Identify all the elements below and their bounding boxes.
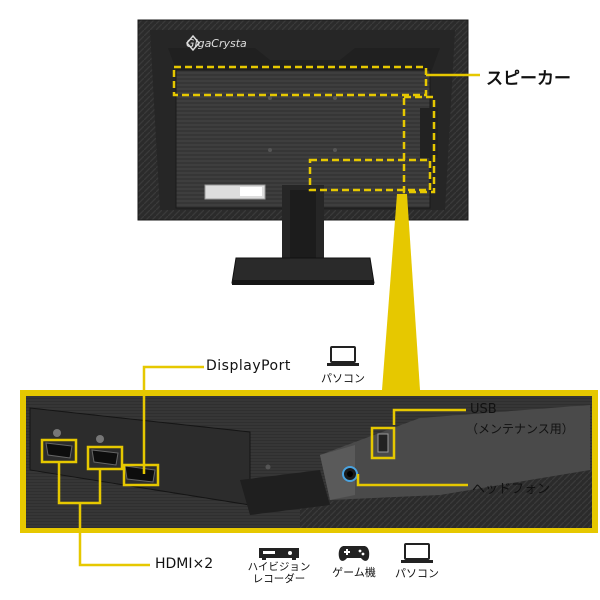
gamepad-icon — [338, 543, 370, 563]
recorder-icon — [258, 545, 300, 561]
game-label: ゲーム機 — [332, 566, 376, 579]
usb-label: USB — [470, 402, 497, 417]
recorder-label-2: レコーダー — [252, 573, 306, 585]
laptop-icon — [326, 346, 360, 368]
speaker-label: スピーカー — [486, 69, 571, 89]
brand-label: GigaCrysta — [186, 37, 247, 50]
displayport-label: DisplayPort — [206, 358, 291, 374]
monitor-stand — [231, 185, 375, 285]
zoom-funnel — [382, 194, 420, 390]
recorder-label-1: ハイビジョン — [247, 561, 311, 573]
laptop-icon — [400, 543, 434, 565]
brand-logo-icon — [186, 34, 200, 52]
headphone-label: ヘッドフォン — [472, 482, 551, 497]
hdmi-label: HDMI×2 — [155, 556, 214, 572]
zoom-detail-image — [26, 396, 592, 528]
highlight-boxes — [172, 65, 436, 194]
pc-top-label: パソコン — [321, 372, 365, 385]
usb-sub-label: （メンテナンス用） — [466, 422, 574, 436]
zoom-callouts — [40, 365, 468, 567]
pc-bottom-label: パソコン — [395, 567, 439, 580]
monitor-back — [137, 19, 469, 221]
